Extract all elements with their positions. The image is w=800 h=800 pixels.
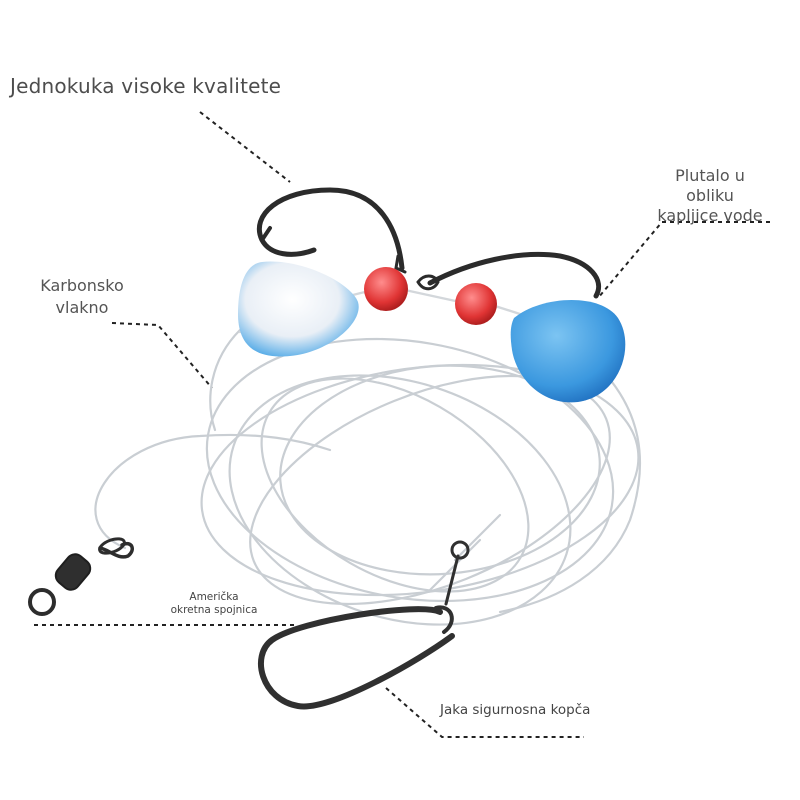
line-label-line-1: Karbonsko xyxy=(40,276,124,295)
white-float xyxy=(238,261,359,357)
single-hook-icon-2 xyxy=(416,251,602,299)
float-label-line-1: Plutalo u xyxy=(675,166,745,185)
line-label: Karbonsko vlakno xyxy=(36,275,128,319)
leader-hook xyxy=(199,111,291,183)
line-coils xyxy=(94,328,642,626)
float-label-line-2: obliku xyxy=(686,186,734,205)
hook-label: Jednokuka visoke kvalitete xyxy=(10,74,282,98)
leader-lines xyxy=(34,111,770,738)
leader-snap xyxy=(385,687,584,738)
single-hook-icon xyxy=(256,187,407,274)
float-label: Plutalo u obliku kapljice vode xyxy=(645,166,775,226)
leader-float xyxy=(597,221,770,299)
safety-snap-icon xyxy=(258,540,470,710)
leader-line xyxy=(111,322,213,389)
float-label-line-3: kapljice vode xyxy=(657,206,763,225)
snap-label: Jaka sigurnosna kopča xyxy=(440,702,591,718)
swivel-label: Američka okretna spojnica xyxy=(162,591,266,617)
blue-float xyxy=(510,299,626,403)
line-label-line-2: vlakno xyxy=(55,298,109,317)
red-bead xyxy=(364,267,408,311)
swivel-label-line-1: Američka xyxy=(189,591,239,603)
red-bead-2 xyxy=(455,283,497,325)
swivel-icon xyxy=(28,537,134,616)
swivel-label-line-2: okretna spojnica xyxy=(170,604,258,616)
